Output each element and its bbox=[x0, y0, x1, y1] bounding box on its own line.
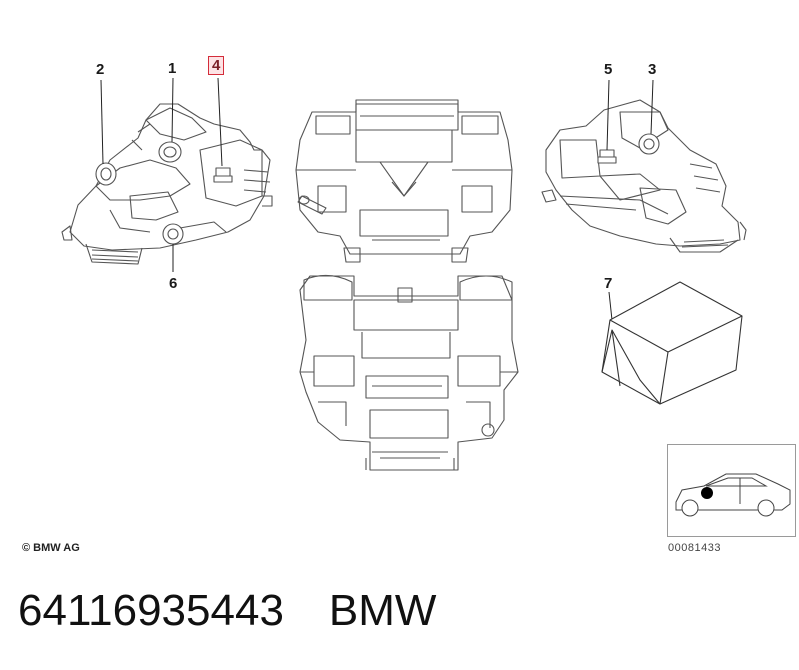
callout-7: 7 bbox=[604, 275, 613, 292]
right-housing-assembly bbox=[541, 99, 747, 253]
part-number: 64116935443 bbox=[18, 586, 284, 635]
callout-6: 6 bbox=[169, 275, 178, 292]
car-locator-drawing bbox=[675, 473, 791, 517]
brand-name: BMW bbox=[328, 586, 437, 635]
left-housing-assembly bbox=[61, 103, 273, 265]
part-caption: 64116935443 BMW bbox=[18, 586, 481, 636]
callout-3: 3 bbox=[648, 61, 657, 78]
callout-4-highlighted[interactable]: 4 bbox=[208, 56, 225, 75]
center-housing-rear bbox=[299, 274, 519, 471]
copyright-notice: © BMW AG bbox=[22, 542, 80, 554]
callout-2: 2 bbox=[96, 61, 105, 78]
leader-lines-left bbox=[100, 77, 223, 272]
part-7-pad bbox=[601, 281, 743, 405]
center-housing-front bbox=[295, 99, 513, 263]
diagram-code: 00081433 bbox=[668, 542, 721, 554]
leader-lines-right bbox=[606, 79, 654, 321]
callout-5: 5 bbox=[604, 61, 613, 78]
callout-1: 1 bbox=[168, 60, 177, 77]
